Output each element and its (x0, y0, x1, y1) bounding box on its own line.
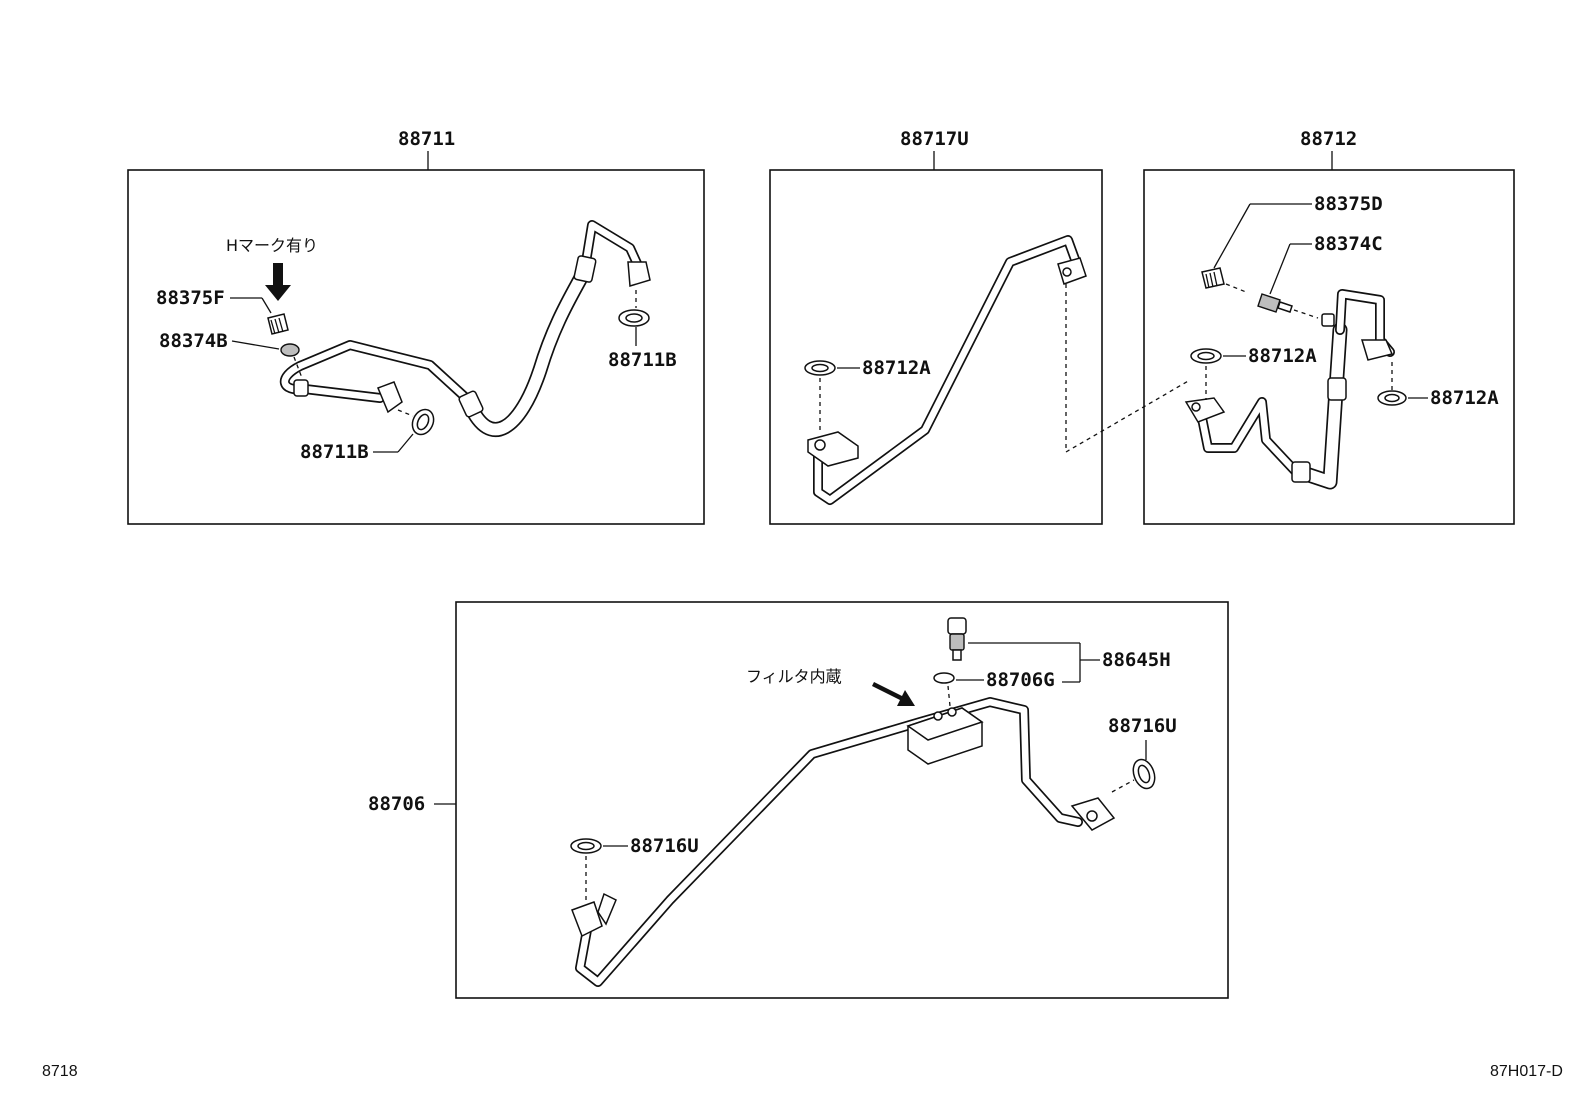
group-88711: 88711 Hマーク有り 88375F (127, 128, 705, 525)
group-88711-frame (127, 169, 705, 525)
label-88716U-right: 88716U (1108, 715, 1177, 737)
valve-core-88374C-icon (1257, 293, 1293, 313)
group-88712-frame (1143, 169, 1515, 525)
label-88712A-mid: 88712A (862, 357, 931, 379)
leader-88374C (1269, 243, 1291, 295)
group-88711-title: 88711 (398, 128, 455, 150)
group-88717U: 88717U 88712A (769, 128, 1191, 525)
label-88711B-left: 88711B (300, 441, 369, 463)
footer-left-code: 8718 (42, 1063, 78, 1080)
cap-88375F-icon (267, 313, 289, 335)
label-88375F: 88375F (156, 287, 225, 309)
label-88716U-left: 88716U (630, 835, 699, 857)
leader-88375D (1213, 203, 1251, 269)
h-mark-arrow-icon (265, 263, 291, 301)
group-88717U-frame (769, 169, 1103, 525)
group-88706: 88706 フィルタ内蔵 88645H (368, 601, 1229, 999)
connection-dash-line (1065, 379, 1191, 453)
pressure-switch-88645H-icon (947, 617, 967, 661)
group-88717U-title: 88717U (900, 128, 969, 150)
leader-88374B (231, 340, 280, 350)
label-88645H: 88645H (1102, 649, 1171, 671)
h-mark-note: Hマーク有り (226, 236, 318, 255)
group-88712-title: 88712 (1300, 128, 1357, 150)
label-88374C: 88374C (1314, 233, 1383, 255)
gasket-88706G-icon (933, 672, 955, 684)
label-88374B: 88374B (159, 330, 228, 352)
footer-right-code: 87H017-D (1490, 1063, 1563, 1080)
label-88375D: 88375D (1314, 193, 1383, 215)
label-88711B-right: 88711B (608, 349, 677, 371)
filter-block-icon (906, 707, 984, 765)
filter-arrow-icon (872, 682, 915, 706)
label-88706G: 88706G (986, 669, 1055, 691)
label-88712A-left: 88712A (1248, 345, 1317, 367)
group-88706-title: 88706 (368, 793, 425, 815)
filter-note: フィルタ内蔵 (746, 667, 842, 686)
tube-88717U-drawing (807, 235, 1087, 505)
hose-88711-drawing (279, 220, 651, 437)
hose-88712-drawing (1184, 289, 1395, 490)
cap-88375D-icon (1201, 267, 1225, 289)
group-88706-frame (455, 601, 1229, 999)
valve-core-88374B-icon (280, 343, 300, 357)
group-88712: 88712 88375D (1143, 128, 1515, 525)
label-88712A-right: 88712A (1430, 387, 1499, 409)
